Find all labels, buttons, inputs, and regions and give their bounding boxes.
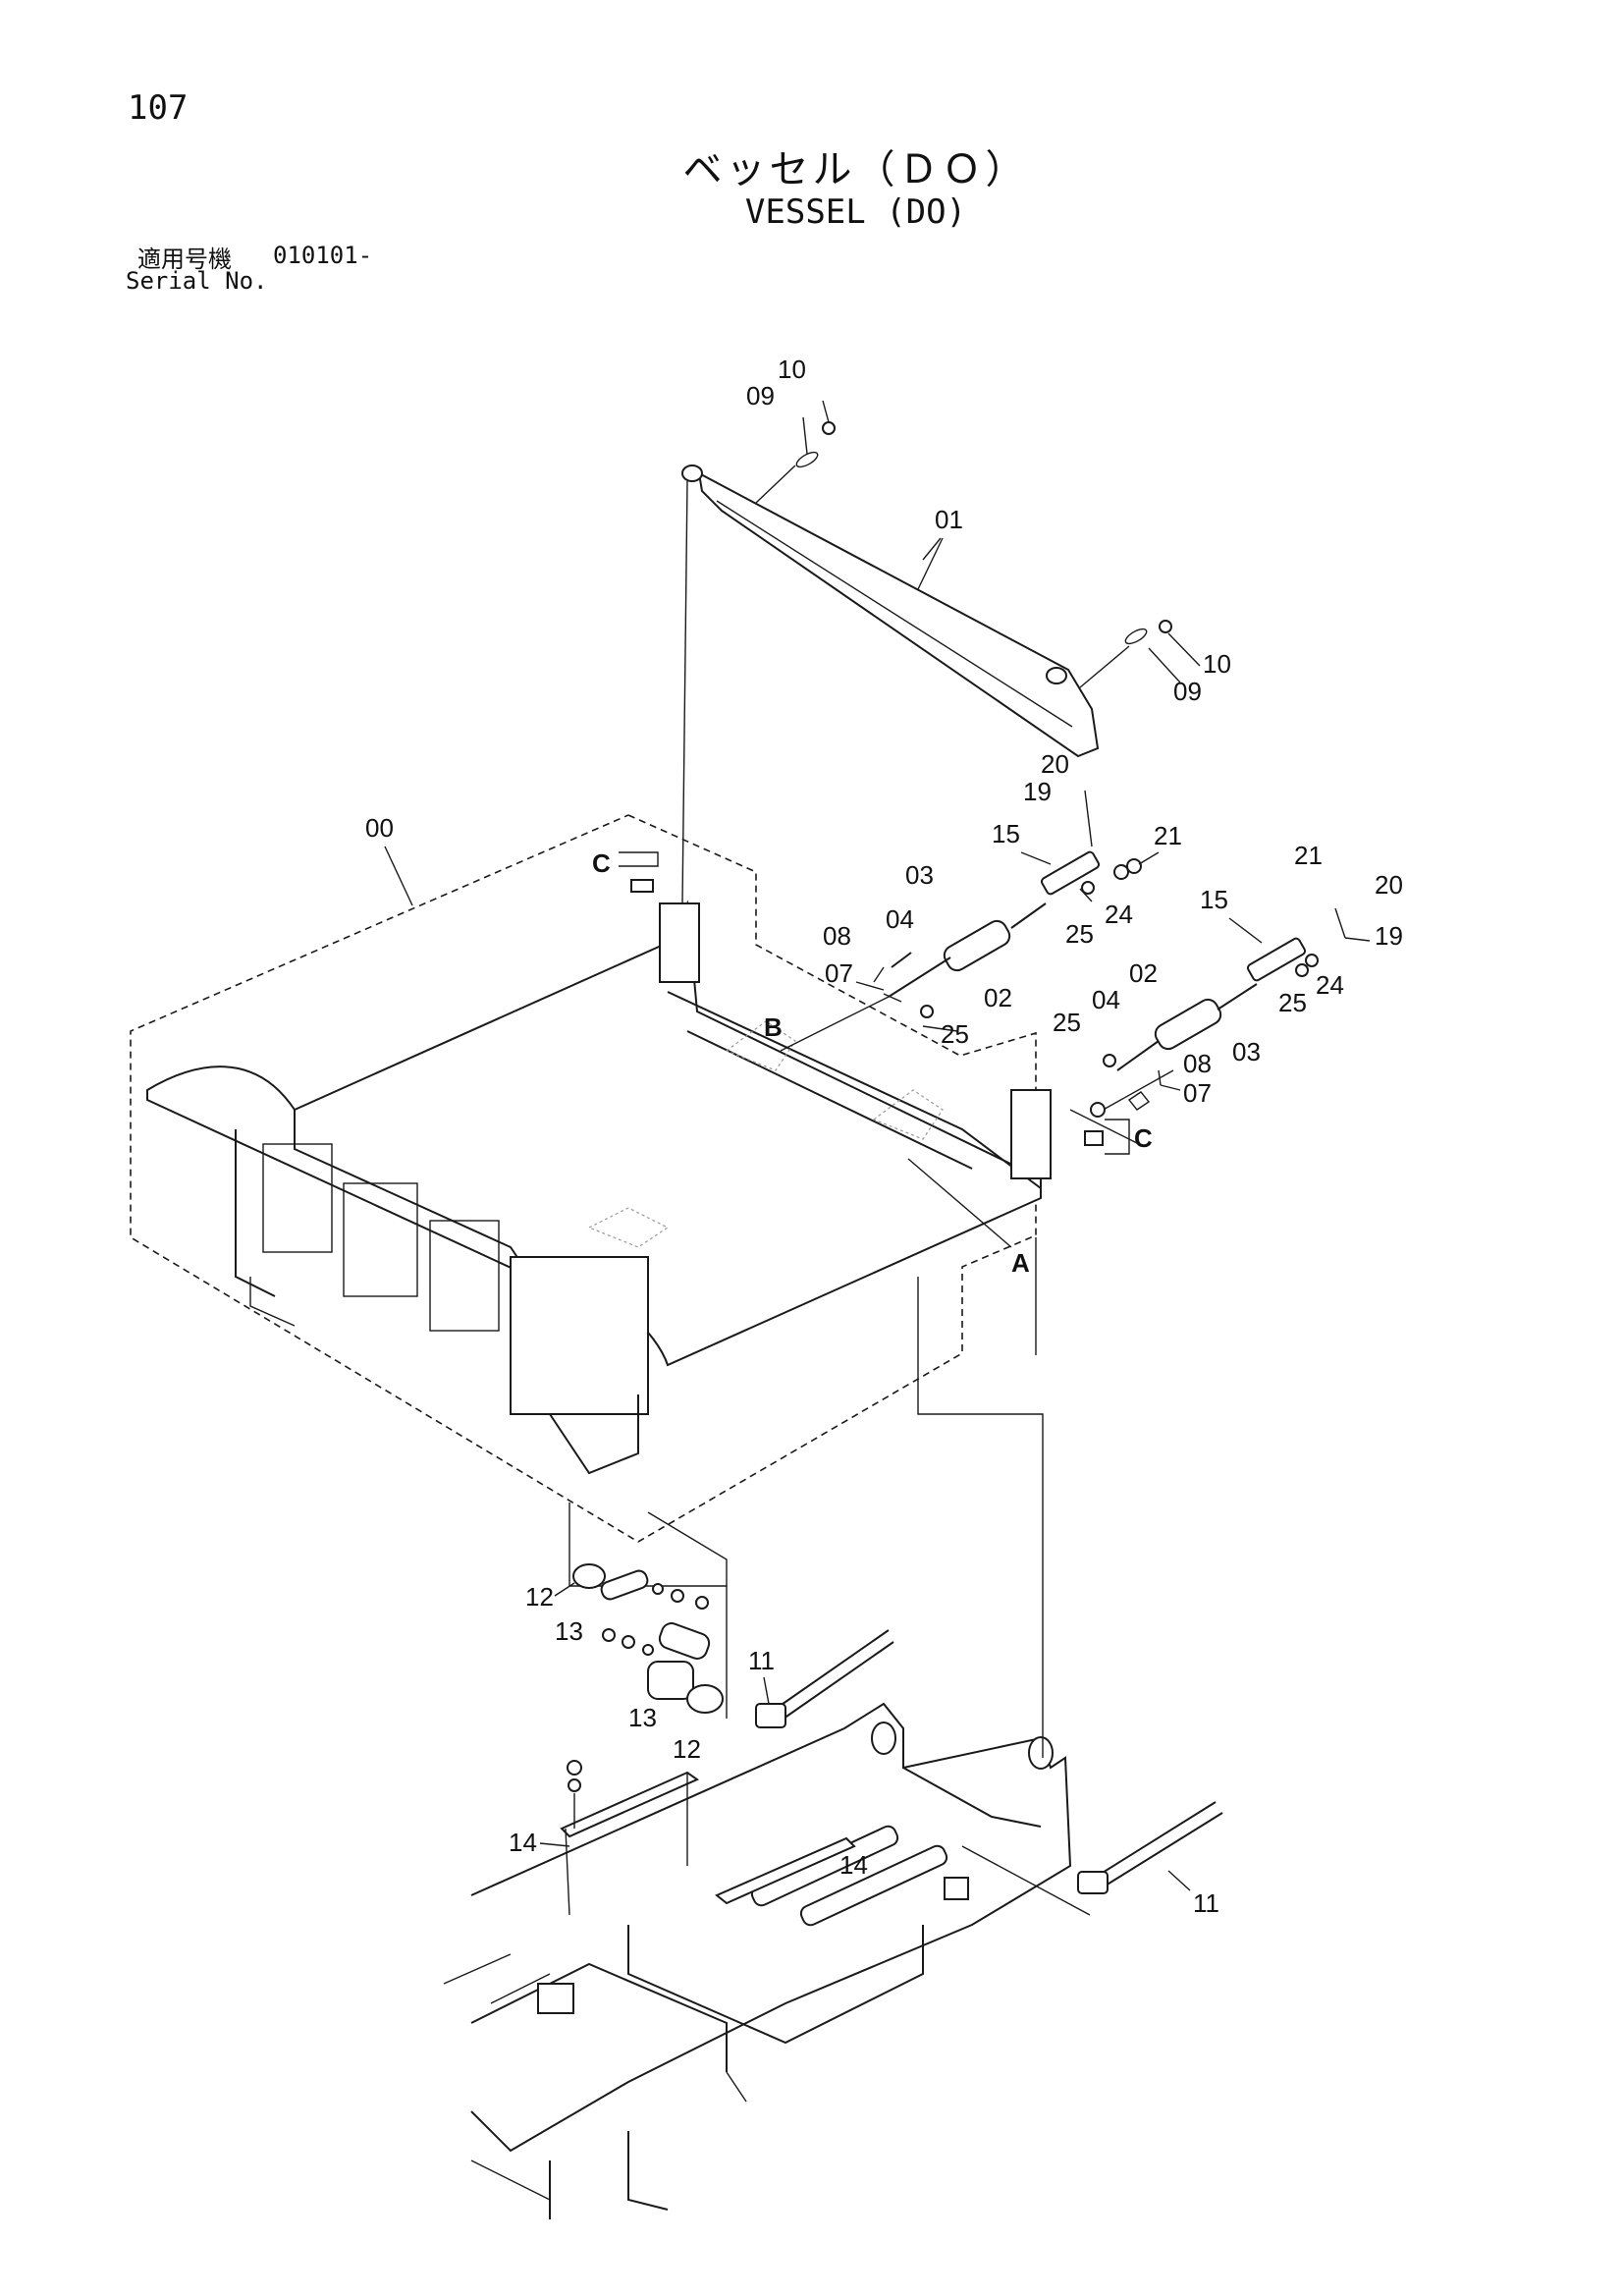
callout-11-right: 11 — [1193, 1888, 1219, 1918]
c-bracket-right — [1084, 1119, 1130, 1155]
reference-b: B — [764, 1012, 783, 1042]
callout-24-left: 24 — [1105, 900, 1133, 929]
reference-letters: A B C C — [592, 848, 1153, 1278]
callout-15-left: 15 — [992, 819, 1020, 848]
page-number: 107 — [128, 88, 189, 128]
chassis-frame — [443, 1237, 1091, 2219]
callout-08-left: 08 — [823, 921, 851, 951]
callout-14-left: 14 — [509, 1828, 537, 1857]
callout-24-right: 24 — [1316, 970, 1344, 1000]
callout-09-top: 09 — [746, 381, 775, 410]
title-english: VESSEL (DO) — [744, 192, 967, 232]
callout-25-left-a: 25 — [1065, 919, 1094, 949]
callout-02-left: 02 — [984, 983, 1012, 1012]
callout-labels: 00 01 09 10 10 09 20 19 21 15 24 25 03 0… — [365, 355, 1403, 1918]
callout-25-right-a: 25 — [1278, 988, 1307, 1017]
callout-19-right: 19 — [1375, 921, 1403, 951]
crossbar-part-01 — [681, 400, 1201, 758]
serial-label-japanese: 適用号機 — [137, 246, 232, 273]
callout-21-right: 21 — [1294, 841, 1323, 870]
callout-03-right: 03 — [1232, 1037, 1261, 1066]
serial-label-english: Serial No. — [126, 267, 268, 295]
callout-19-left: 19 — [1023, 777, 1052, 806]
callout-13-bottom: 13 — [628, 1703, 657, 1732]
c-bracket-left — [619, 851, 659, 893]
rod-assembly-right — [1069, 907, 1371, 1145]
callout-07-left: 07 — [825, 958, 853, 988]
serial-number-value: 010101- — [273, 242, 373, 269]
callout-07-right: 07 — [1183, 1078, 1212, 1108]
rod-assembly-left — [780, 790, 1142, 1052]
callout-03-left: 03 — [905, 860, 934, 890]
callout-21-left: 21 — [1154, 821, 1182, 850]
callout-00: 00 — [365, 813, 394, 843]
callout-25-right-b: 25 — [1053, 1008, 1081, 1037]
callout-13-top: 13 — [555, 1616, 583, 1646]
callout-08-right: 08 — [1183, 1049, 1212, 1078]
reference-c-left: C — [592, 848, 611, 878]
callout-10-top: 10 — [778, 355, 806, 384]
title-japanese: ベッセル（ＤＯ） — [682, 147, 1029, 192]
callout-11-left: 11 — [748, 1646, 775, 1675]
callout-04-right: 04 — [1092, 985, 1120, 1014]
callout-20-left: 20 — [1041, 749, 1069, 779]
callout-12-top: 12 — [525, 1582, 554, 1612]
callout-20-right: 20 — [1375, 870, 1403, 900]
leader-crossbar-to-vessel — [681, 480, 688, 904]
vessel-part-00 — [130, 814, 1052, 1543]
callout-02-right: 02 — [1129, 958, 1158, 988]
rod-part-11-left — [755, 1629, 894, 1728]
pin-set-12-13 — [568, 1503, 728, 1719]
rod-part-11-right — [1077, 1801, 1223, 1894]
callout-09-right: 09 — [1173, 677, 1202, 706]
callout-12-bottom: 12 — [673, 1734, 701, 1764]
reference-a: A — [1011, 1248, 1030, 1278]
callout-25-left-b: 25 — [941, 1019, 969, 1049]
callout-15-right: 15 — [1200, 885, 1228, 914]
reference-c-right: C — [1134, 1123, 1153, 1153]
callout-10-right: 10 — [1203, 649, 1231, 679]
callout-01: 01 — [935, 505, 963, 534]
callout-14-middle: 14 — [839, 1850, 868, 1880]
callout-04-left: 04 — [886, 904, 914, 934]
